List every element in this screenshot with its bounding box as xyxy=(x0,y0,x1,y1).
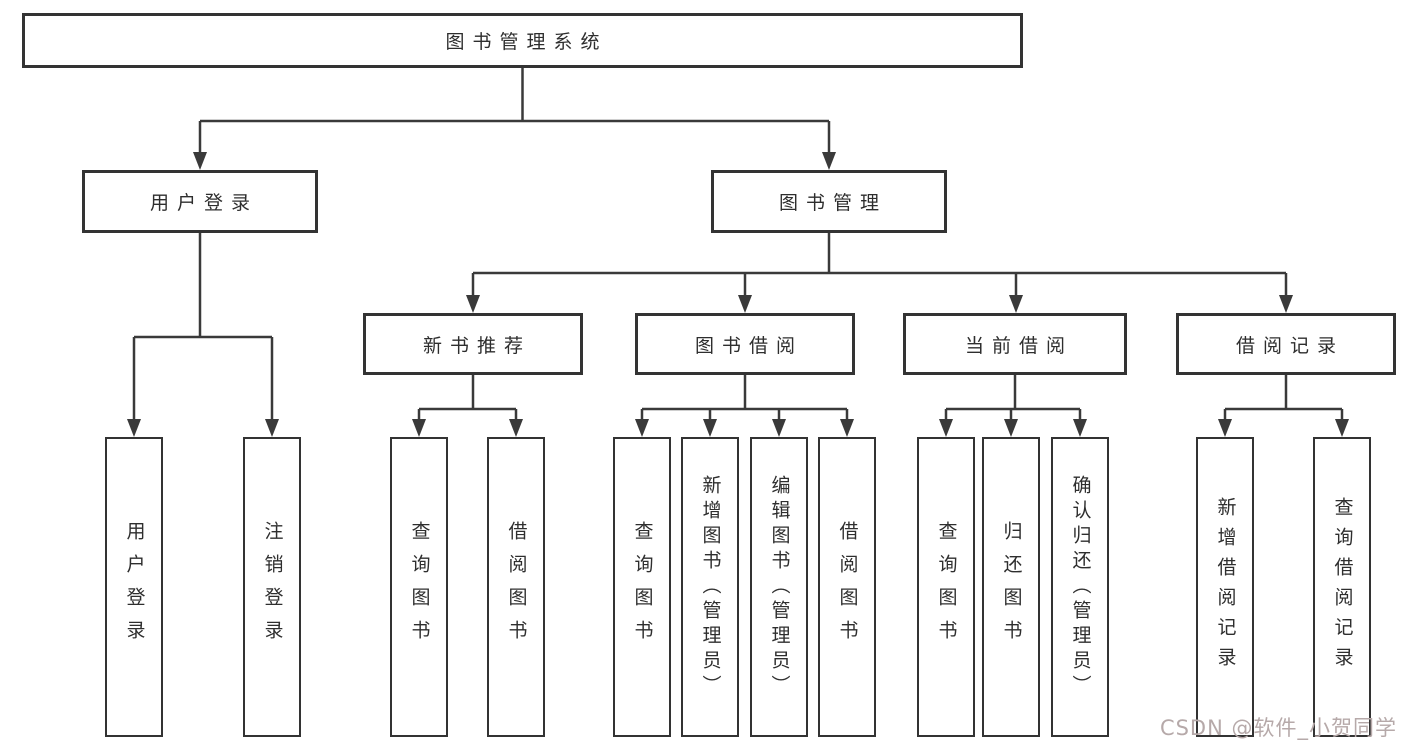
node-current-borrowing: 当前借阅 xyxy=(903,313,1127,375)
leaf-add-books-admin: 新增图书（管理员） xyxy=(681,437,739,737)
leaf-user-login: 用户登录 xyxy=(105,437,163,737)
leaf-borrow-books-borrowing: 借阅图书 xyxy=(818,437,876,737)
arrowheads xyxy=(127,152,1349,437)
leaf-borrow-books-recommend: 借阅图书 xyxy=(487,437,545,737)
leaf-query-borrow-record: 查询借阅记录 xyxy=(1313,437,1371,737)
leaf-confirm-return-admin: 确认归还（管理员） xyxy=(1051,437,1109,737)
leaf-query-books-current: 查询图书 xyxy=(917,437,975,737)
node-book-management: 图书管理 xyxy=(711,170,947,233)
leaf-query-books-borrowing: 查询图书 xyxy=(613,437,671,737)
node-new-book-recommendation: 新书推荐 xyxy=(363,313,583,375)
node-library-system: 图书管理系统 xyxy=(22,13,1023,68)
node-user-login: 用户登录 xyxy=(82,170,318,233)
leaf-logout: 注销登录 xyxy=(243,437,301,737)
csdn-watermark: CSDN @软件_小贺同学 xyxy=(1159,716,1397,740)
leaf-return-books: 归还图书 xyxy=(982,437,1040,737)
leaf-add-borrow-record: 新增借阅记录 xyxy=(1196,437,1254,737)
node-borrowing-records: 借阅记录 xyxy=(1176,313,1396,375)
node-book-borrowing: 图书借阅 xyxy=(635,313,855,375)
leaf-edit-books-admin: 编辑图书（管理员） xyxy=(750,437,808,737)
leaf-query-books-recommend: 查询图书 xyxy=(390,437,448,737)
